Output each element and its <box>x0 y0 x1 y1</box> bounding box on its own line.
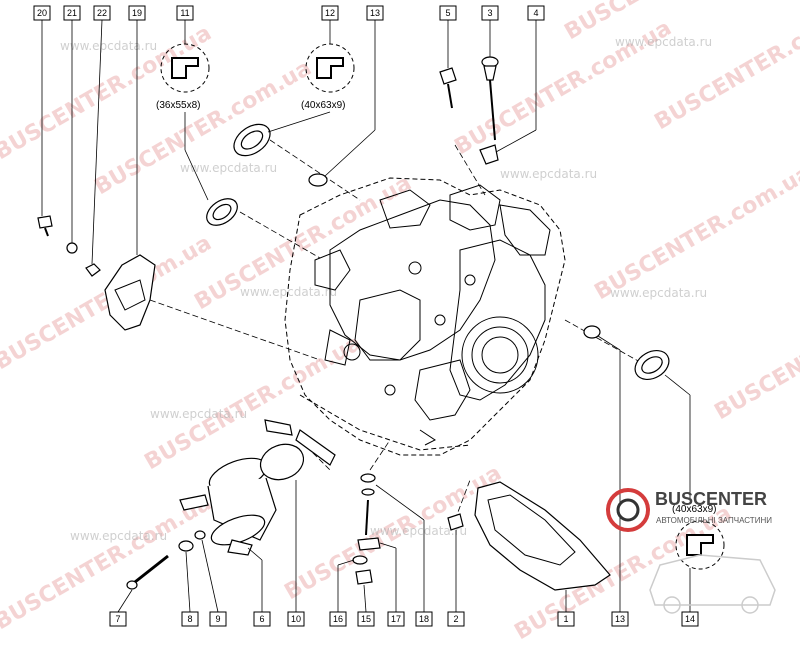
callout-16: 16 <box>329 611 347 627</box>
oil-seal-36x55x8 <box>206 198 238 226</box>
svg-text:10: 10 <box>291 614 301 624</box>
callout-20: 20 <box>33 5 51 21</box>
bolt-7 <box>126 554 169 590</box>
pipe-fittings <box>264 419 336 466</box>
watermark-epcdata: www.epcdata.ru <box>240 285 337 299</box>
callout-9: 9 <box>209 611 227 627</box>
callout-17: 17 <box>387 611 405 627</box>
watermark-epcdata: www.epcdata.ru <box>615 35 712 49</box>
callout-11: 11 <box>176 5 194 21</box>
callout-22: 22 <box>93 5 111 21</box>
svg-text:6: 6 <box>259 614 264 624</box>
svg-text:17: 17 <box>391 614 401 624</box>
callout-13: 13 <box>366 5 384 21</box>
bracket-19 <box>104 254 156 331</box>
svg-text:11: 11 <box>180 8 189 18</box>
seal-size-label-12: (40x63x9) <box>301 100 345 111</box>
callouts: 20 21 22 19 11 12 13 5 3 4 7 8 9 6 10 16… <box>33 5 699 627</box>
watermark-buscenter: BUSCENTER.com.ua <box>711 281 800 426</box>
svg-text:12: 12 <box>325 8 335 18</box>
watermark-epcdata: www.epcdata.ru <box>60 39 157 53</box>
callout-2: 2 <box>447 611 465 627</box>
callout-6: 6 <box>253 611 271 627</box>
seal-profile-icon-11 <box>160 43 210 93</box>
o-ring-9 <box>194 530 206 540</box>
leader-lines <box>41 19 691 613</box>
watermark-epcdata: www.epcdata.ru <box>370 524 467 538</box>
svg-text:5: 5 <box>445 8 450 18</box>
watermark-epcdata: www.epcdata.ru <box>610 286 707 300</box>
stud-stack <box>352 473 381 585</box>
oil-seal-40x63x9 <box>233 123 271 157</box>
oil-cooler-6 <box>179 457 277 556</box>
drain-bolt-2 <box>447 513 464 531</box>
svg-text:14: 14 <box>685 614 695 624</box>
svg-text:3: 3 <box>487 8 492 18</box>
callout-5: 5 <box>439 5 457 21</box>
callout-7: 7 <box>109 611 127 627</box>
watermark-epcdata: www.epcdata.ru <box>150 407 247 421</box>
gasket-10 <box>259 443 305 481</box>
callout-18: 18 <box>415 611 433 627</box>
o-ring-8 <box>178 540 194 552</box>
svg-text:19: 19 <box>132 8 142 18</box>
oil-pan-1 <box>474 481 611 591</box>
van-icon <box>649 554 776 606</box>
o-ring-13-top <box>308 173 328 187</box>
svg-text:2: 2 <box>453 614 458 624</box>
callout-3: 3 <box>481 5 499 21</box>
logo-name: BUSCENTER <box>655 489 767 509</box>
watermark-epcdata: www.epcdata.ru <box>70 529 167 543</box>
watermark-epcdata: www.epcdata.ru <box>500 167 597 181</box>
clip-4 <box>479 144 499 165</box>
dipstick <box>481 56 499 141</box>
svg-text:1: 1 <box>563 614 568 624</box>
bolt-5 <box>439 67 457 109</box>
svg-text:13: 13 <box>370 8 380 18</box>
buscenter-logo: BUSCENTER АВТОМОБІЛЬНІ ЗАПЧАСТИНИ <box>606 488 776 614</box>
svg-text:22: 22 <box>97 8 107 18</box>
svg-text:13: 13 <box>615 614 625 624</box>
bolt-20 <box>37 215 53 237</box>
seal-size-label-11: (36x55x8) <box>156 100 200 111</box>
svg-text:21: 21 <box>67 8 77 18</box>
callout-1: 1 <box>557 611 575 627</box>
transmission-housing <box>284 177 566 456</box>
callout-8: 8 <box>181 611 199 627</box>
oil-seal-right <box>634 349 670 381</box>
svg-text:8: 8 <box>187 614 192 624</box>
logo-mark-icon <box>606 488 650 532</box>
svg-text:9: 9 <box>215 614 220 624</box>
svg-text:7: 7 <box>115 614 120 624</box>
seal-profile-icon-12 <box>305 43 355 93</box>
callout-12: 12 <box>321 5 339 21</box>
watermark-buscenter: BUSCENTER.com.ua <box>591 161 800 306</box>
callout-19: 19 <box>128 5 146 21</box>
callout-4: 4 <box>527 5 545 21</box>
logo-tagline: АВТОМОБІЛЬНІ ЗАПЧАСТИНИ <box>656 516 772 525</box>
svg-text:20: 20 <box>37 8 47 18</box>
watermark-epcdata: www.epcdata.ru <box>180 161 277 175</box>
callout-21: 21 <box>63 5 81 21</box>
svg-text:18: 18 <box>419 614 429 624</box>
watermark-buscenter: BUSCENTER.com.ua <box>651 0 800 135</box>
callout-10: 10 <box>287 611 305 627</box>
assembly-lines <box>149 139 641 521</box>
callout-14: 14 <box>681 611 699 627</box>
callout-15: 15 <box>357 611 375 627</box>
callout-13-bottom: 13 <box>611 611 629 627</box>
svg-text:16: 16 <box>333 614 343 624</box>
seal-profile-icon-14 <box>675 520 725 570</box>
nut-22 <box>85 263 101 277</box>
seal-size-label-14: (40x63x9) <box>672 504 716 515</box>
o-ring-13-right <box>583 325 601 339</box>
washer-21 <box>66 242 78 254</box>
svg-text:15: 15 <box>361 614 371 624</box>
svg-text:4: 4 <box>533 8 538 18</box>
